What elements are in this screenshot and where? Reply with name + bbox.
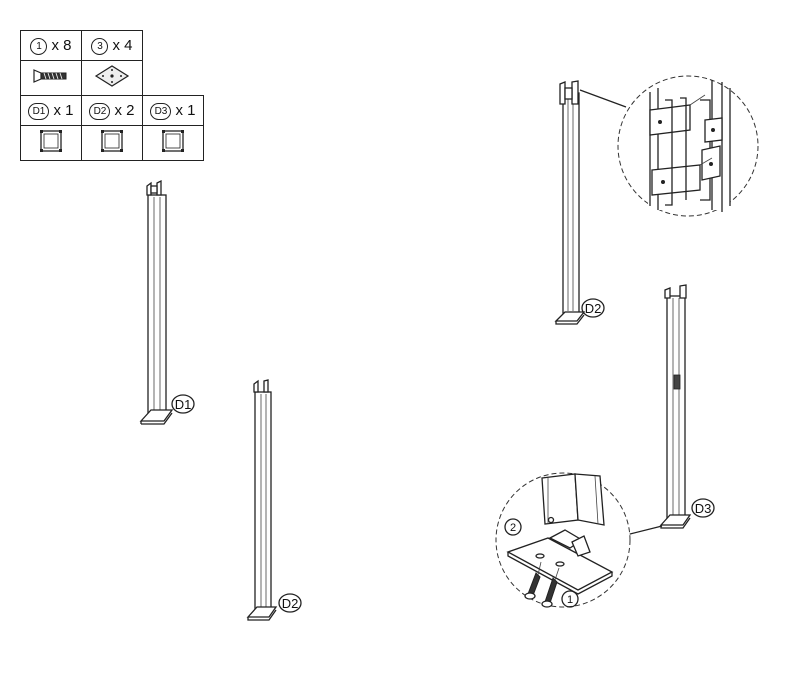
post-d1-pic-cell [20, 125, 82, 161]
post-d1-label: D1 [171, 394, 195, 414]
base-detail-view [495, 472, 631, 608]
post-d2-symbol: D2 [89, 102, 111, 120]
post-section-icon [162, 129, 184, 152]
post-d3 [659, 284, 692, 529]
post-d2-right-label: D2 [581, 298, 605, 318]
post-d1 [139, 179, 174, 425]
detail-part-1-label: 1 [561, 590, 579, 608]
post-section-icon [40, 129, 62, 152]
post-section-icon [101, 129, 123, 152]
post-d2-right [554, 80, 586, 325]
base-plate-icon [94, 64, 130, 87]
detail-base-leader [625, 525, 663, 536]
svg-text:D2: D2 [585, 301, 602, 316]
part-1-pic-cell [20, 60, 82, 96]
post-d2-left [246, 379, 278, 621]
post-d1-symbol: D1 [28, 102, 50, 120]
svg-text:D2: D2 [282, 596, 299, 611]
part-1-symbol: 1 [30, 37, 48, 55]
post-d3-symbol: D3 [150, 102, 172, 120]
post-d3-pic-cell [142, 125, 204, 161]
svg-text:D3: D3 [695, 501, 712, 516]
post-d3-label: D3 [691, 498, 715, 518]
detail-part-2-label: 2 [504, 518, 522, 536]
part-3-qty: x 4 [112, 36, 133, 54]
part-1-qty: x 8 [51, 36, 72, 54]
post-d1-qty: x 1 [53, 101, 74, 119]
detail-top-leader [579, 89, 627, 108]
svg-text:2: 2 [510, 522, 516, 534]
part-3-pic-cell [81, 60, 143, 96]
screw-icon [33, 68, 67, 83]
part-3-symbol: 3 [91, 37, 109, 55]
post-d3-qty: x 1 [175, 101, 196, 119]
bracket-detail-view [617, 75, 759, 217]
post-d2-left-label: D2 [278, 593, 302, 613]
svg-text:D1: D1 [175, 397, 192, 412]
post-d2-qty: x 2 [114, 101, 135, 119]
svg-text:1: 1 [567, 594, 573, 606]
